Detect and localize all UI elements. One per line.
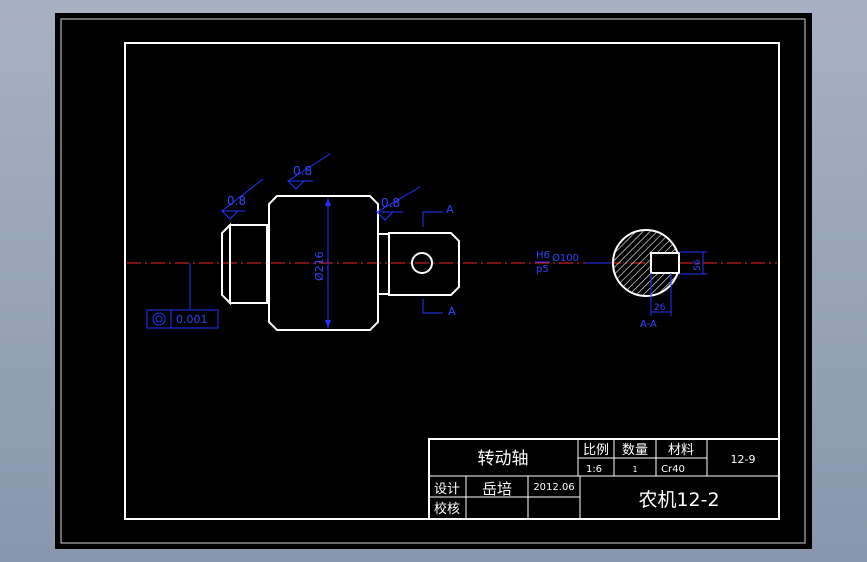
section-label: A-A [640, 319, 657, 330]
fit-diameter: Ø100 [552, 252, 579, 264]
designer-name: 岳培 [482, 480, 512, 498]
roughness-value-1: 0.8 [227, 194, 246, 208]
quantity-value: 1 [632, 465, 637, 474]
check-label: 校核 [434, 501, 460, 517]
tolerance-value: 0.001 [176, 313, 208, 326]
concentricity-icon [152, 312, 166, 326]
right-tab [388, 232, 460, 296]
material-value: Cr40 [661, 464, 685, 475]
header-scale: 比例 [583, 443, 609, 458]
keyway [650, 252, 680, 274]
roughness-symbol-3 [375, 211, 395, 221]
section-mark-top [422, 211, 443, 227]
roughness-value-3: 0.8 [381, 196, 400, 210]
fit-upper: H6 [536, 250, 550, 261]
arrow-down [325, 320, 331, 328]
cad-viewport[interactable]: Ø216 0.8 0.8 0.8 A A 0.001 H6 p5 Ø100 [55, 13, 812, 549]
drawing-code: 12-9 [731, 453, 756, 466]
roughness-leader-3 [376, 186, 421, 213]
arrow-up [325, 198, 331, 206]
header-quantity: 数量 [622, 443, 648, 458]
width-dim: 26 [654, 303, 666, 313]
roughness-leader-2 [287, 153, 331, 182]
fit-lower: p5 [536, 264, 549, 275]
roughness-value-2: 0.8 [293, 164, 312, 178]
shaft-front-view [221, 195, 460, 331]
part-name: 转动轴 [478, 449, 529, 469]
neck [378, 233, 390, 295]
section-view: 56 26 A-A [612, 229, 707, 330]
roughness-symbol-1 [220, 210, 240, 220]
technical-drawing: Ø216 0.8 0.8 0.8 A A 0.001 H6 p5 Ø100 [60, 18, 806, 544]
pin-hole [411, 252, 433, 274]
height-dim: 56 [693, 259, 703, 271]
datum-top-label: A [446, 203, 454, 216]
diameter-label: Ø216 [313, 251, 326, 281]
main-view-annotations: Ø216 0.8 0.8 0.8 A A 0.001 H6 p5 Ø100 [146, 153, 611, 329]
section-mark-bottom [422, 299, 443, 314]
left-stub [221, 222, 268, 306]
roughness-symbol-2 [286, 180, 306, 190]
title-block-frame [428, 438, 780, 520]
roughness-leader-1 [221, 178, 264, 212]
title-block: 转动轴 比例 数量 材料 1:6 1 Cr40 12-9 设计 岳培 2012.… [428, 438, 780, 520]
drawing-name: 农机12-2 [638, 489, 719, 511]
design-date: 2012.06 [533, 482, 574, 493]
design-label: 设计 [434, 482, 460, 497]
tolerance-frame [146, 309, 219, 329]
datum-bottom-label: A [448, 305, 456, 318]
outer-border [60, 18, 806, 544]
header-material: 材料 [668, 443, 694, 458]
scale-value: 1:6 [586, 464, 602, 475]
